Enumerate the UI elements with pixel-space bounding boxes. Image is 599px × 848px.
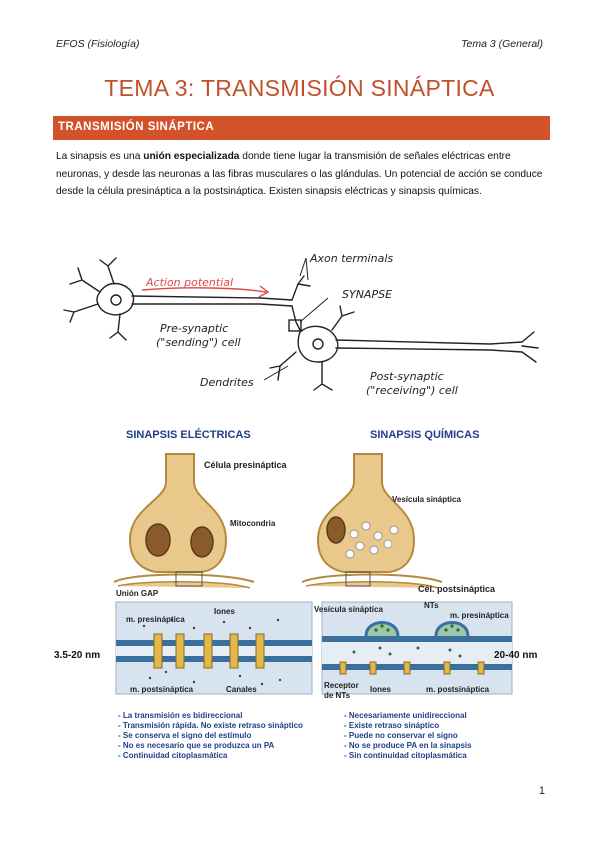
m-pre-label: m. presináptica xyxy=(126,615,185,624)
nts-label: NTs xyxy=(424,601,439,610)
left-list-item: - No es necesario que se produzca un PA xyxy=(118,741,275,750)
synapse-comparison-figure: SINAPSIS ELÉCTRICAS SINAPSIS QUÍMICAS Cé… xyxy=(54,428,537,760)
m-pre2-label: m. presináptica xyxy=(450,611,509,620)
vesicula-label: Vesícula sináptica xyxy=(392,495,461,504)
postsynaptic-label-2: ("receiving") cell xyxy=(366,384,458,397)
intro-text-1: La sinapsis es una xyxy=(56,151,144,162)
vesicula2-label: Vesícula sináptica xyxy=(314,605,383,614)
right-list-item: - No se produce PA en la sinapsis xyxy=(344,741,472,750)
chemical-cleft-panel xyxy=(321,601,513,695)
right-list-item: - Sin continuidad citoplasmática xyxy=(344,751,467,760)
mitocondria-label: Mitocondria xyxy=(230,519,276,528)
gap-size-electrical: 3.5-20 nm xyxy=(54,650,100,661)
gap-size-chemical: 20-40 nm xyxy=(494,650,537,661)
page-title: TEMA 3: TRANSMISIÓN SINÁPTICA xyxy=(104,75,495,101)
celula-pre-label: Célula presináptica xyxy=(204,460,288,470)
iones-label: Iones xyxy=(214,607,235,616)
receptor-label-1: Receptor xyxy=(324,681,359,690)
intro-bold: unión especializada xyxy=(143,151,240,162)
presynaptic-label-2: ("sending") cell xyxy=(156,336,241,349)
intro-paragraph: La sinapsis es una unión especializada d… xyxy=(56,148,546,201)
m-post-label: m. postsináptica xyxy=(130,685,194,694)
synapse-label: SYNAPSE xyxy=(342,288,392,301)
electrical-terminal xyxy=(113,453,255,589)
m-post2-label: m. postsináptica xyxy=(426,685,490,694)
left-list-item: - La transmisión es bidireccional xyxy=(118,711,242,720)
page-number: 1 xyxy=(538,785,545,797)
section-banner: TRANSMISIÓN SINÁPTICA xyxy=(53,116,550,140)
electrical-gap-panel xyxy=(115,601,313,695)
axon-terminals-label: Axon terminals xyxy=(309,252,393,265)
right-list-item: - Necesariamente unidireccional xyxy=(344,711,467,720)
chemical-title: SINAPSIS QUÍMICAS xyxy=(370,428,479,441)
union-gap-label: Unión GAP xyxy=(116,589,159,598)
section-title: TRANSMISIÓN SINÁPTICA xyxy=(58,121,215,133)
electrical-title: SINAPSIS ELÉCTRICAS xyxy=(126,428,251,441)
right-list-item: - Existe retraso sináptico xyxy=(344,721,439,730)
postsynaptic-label-1: Post-synaptic xyxy=(370,370,444,383)
right-list-item: - Puede no conservar el signo xyxy=(344,731,458,740)
dendrites-label: Dendrites xyxy=(200,376,254,389)
intro-text-2: donde tiene lugar la transmisión de seña… xyxy=(56,151,543,197)
header-right: Tema 3 (General) xyxy=(461,38,543,50)
neuron-sketch-figure: Action potential Axon terminals SYNAPSE … xyxy=(63,252,539,397)
action-potential-label: Action potential xyxy=(145,276,233,289)
left-list-item: - Se conserva el signo del estímulo xyxy=(118,731,251,740)
canales-label: Canales xyxy=(226,685,257,694)
chemical-terminal xyxy=(301,453,443,589)
left-list-item: - Continuidad citoplasmática xyxy=(118,751,228,760)
receptor-label-2: de NTs xyxy=(324,691,351,700)
left-list-item: - Transmisión rápida. No existe retraso … xyxy=(118,721,303,730)
presynaptic-label-1: Pre-synaptic xyxy=(160,322,228,335)
header-left: EFOS (Fisiología) xyxy=(56,38,140,50)
iones2-label: Iones xyxy=(370,685,391,694)
cel-post-label: Cél. postsináptica xyxy=(418,584,496,594)
